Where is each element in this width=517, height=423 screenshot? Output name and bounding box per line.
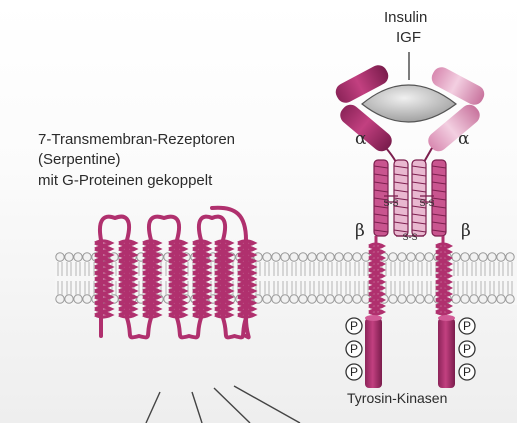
alpha-beta-link-left bbox=[385, 147, 397, 163]
phosphate-left-1 bbox=[345, 317, 363, 335]
transmembrane-helices bbox=[368, 236, 454, 320]
disulfide-bridges bbox=[384, 195, 434, 237]
phosphate-label: P bbox=[350, 319, 358, 333]
phosphate-label: P bbox=[350, 365, 358, 379]
serpentine-heading-line-3: mit G-Proteinen gekoppelt bbox=[38, 172, 213, 189]
beta-domain-coils bbox=[373, 159, 447, 237]
signal-lines bbox=[145, 385, 301, 423]
serpentine-helices bbox=[94, 239, 258, 319]
disulfide-label-center: S-S bbox=[402, 232, 417, 242]
tyrosine-kinase-receptor bbox=[335, 52, 485, 388]
tyrosine-kinase-label: Tyrosin-Kinasen bbox=[347, 390, 448, 406]
phosphate-right-2 bbox=[458, 340, 476, 358]
disulfide-label-right: S-S bbox=[419, 198, 434, 208]
alpha-subunit-left bbox=[335, 65, 392, 152]
phosphate-label: P bbox=[463, 365, 471, 379]
ligand-label-igf: IGF bbox=[396, 29, 421, 46]
serpentine-heading-line-1: 7-Transmembran-Rezeptoren bbox=[38, 131, 236, 148]
phosphate-groups bbox=[345, 317, 476, 381]
alpha-beta-link-right bbox=[423, 147, 433, 163]
phosphate-right-1 bbox=[458, 317, 476, 335]
alpha-label-right: α bbox=[458, 129, 470, 149]
ligand-label-insulin: Insulin bbox=[384, 9, 428, 26]
phosphate-label: P bbox=[350, 342, 358, 356]
serpentine-receptor bbox=[94, 205, 258, 340]
beta-label-right: β bbox=[461, 221, 471, 241]
phosphate-left-2 bbox=[345, 340, 363, 358]
kinase-domain-right bbox=[438, 318, 455, 388]
insulin-ligand bbox=[361, 84, 457, 123]
alpha-label-left: α bbox=[355, 129, 367, 149]
disulfide-label-left: S-S bbox=[383, 198, 398, 208]
phosphate-label: P bbox=[463, 319, 471, 333]
phosphate-right-3 bbox=[458, 363, 476, 381]
alpha-subunit-right bbox=[428, 67, 485, 152]
beta-label-left: β bbox=[355, 221, 365, 241]
serpentine-heading-line-2: (Serpentine) bbox=[38, 151, 121, 168]
kinase-domain-left bbox=[365, 318, 382, 388]
phosphate-left-3 bbox=[345, 363, 363, 381]
phosphate-label: P bbox=[463, 342, 471, 356]
